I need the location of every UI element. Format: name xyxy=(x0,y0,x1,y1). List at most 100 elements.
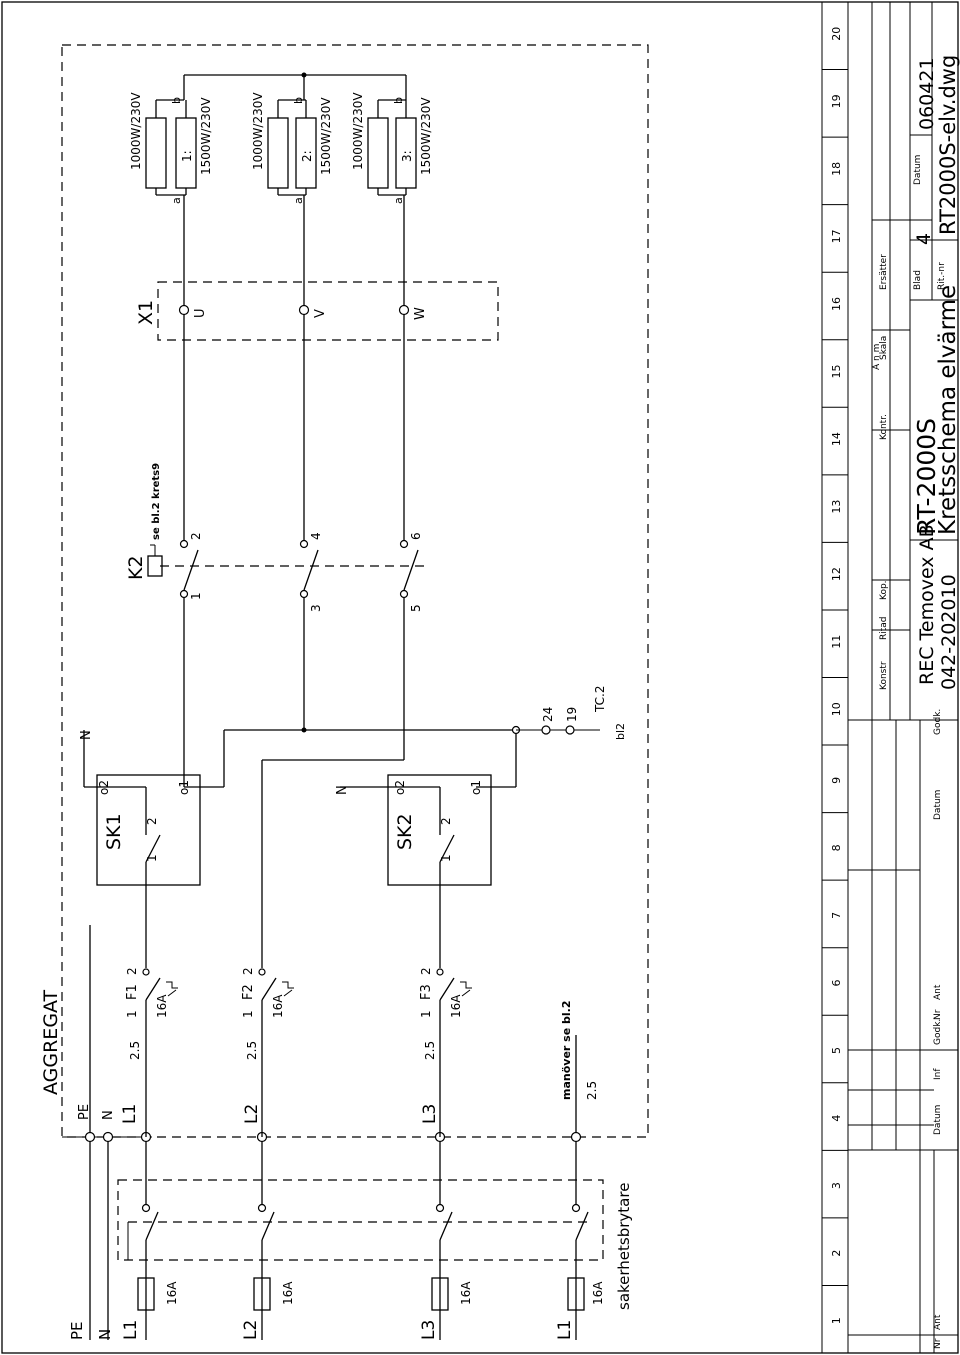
grid-number: 9 xyxy=(830,777,843,784)
svg-text:Nr: Nr xyxy=(933,1009,943,1020)
svg-text:2: 2 xyxy=(419,967,433,975)
svg-text:SK2: SK2 xyxy=(394,813,416,850)
svg-text:Kontr.: Kontr. xyxy=(879,414,889,440)
svg-text:ο1: ο1 xyxy=(177,780,191,795)
svg-text:se bl.2 krets9: se bl.2 krets9 xyxy=(151,463,162,540)
grid-number: 5 xyxy=(830,1047,843,1054)
svg-text:1500W/230V: 1500W/230V xyxy=(419,97,433,175)
wire-size-4: 2.5 xyxy=(585,1081,599,1100)
svg-text:4: 4 xyxy=(309,532,323,540)
svg-text:Datum: Datum xyxy=(933,1105,943,1135)
title-block: Nr Ant Datum Inf Godk. Nr Ant Datum Godk… xyxy=(848,2,960,1353)
grid-number: 8 xyxy=(830,844,843,851)
drawing-title: Kretsschema elvärme xyxy=(935,285,960,535)
aggregat-boundary xyxy=(61,44,649,1138)
incoming-label-l1-control: L1 xyxy=(555,1320,575,1340)
svg-text:1500W/230V: 1500W/230V xyxy=(199,97,213,175)
terminal-label-l1: L1 xyxy=(120,1104,140,1124)
svg-text:2: 2 xyxy=(439,817,453,825)
svg-text:N: N xyxy=(335,785,350,795)
svg-text:b: b xyxy=(292,97,305,104)
grid-number: 15 xyxy=(830,365,843,379)
incoming-lines xyxy=(62,925,590,1340)
svg-text:19: 19 xyxy=(565,707,579,722)
svg-text:A n m: A n m xyxy=(872,344,882,370)
grid-number: 6 xyxy=(830,979,843,986)
fuse-rating-1: 16A xyxy=(165,1281,179,1305)
svg-text:a: a xyxy=(292,197,305,204)
svg-text:Nr: Nr xyxy=(933,1338,943,1349)
incoming-label-l1: L1 xyxy=(121,1320,141,1340)
breaker-f3: F3 1 2 16A xyxy=(419,967,463,1018)
grid-number: 2 xyxy=(830,1250,843,1257)
safety-switch-label: sakerhetsbrytare xyxy=(615,1183,633,1310)
terminal-block-x1: X1 U V W xyxy=(135,195,499,341)
drawing-file: RT2000S-elv.dwg xyxy=(936,55,960,235)
heater-1: 1000W/230V 1: 1500W/230V a b xyxy=(129,92,213,204)
svg-text:SK1: SK1 xyxy=(103,813,125,850)
svg-text:2: 2 xyxy=(189,532,203,540)
svg-text:Datum: Datum xyxy=(933,790,943,820)
svg-text:ο2: ο2 xyxy=(393,780,407,795)
svg-text:F3: F3 xyxy=(419,984,434,1000)
heater-3: 1000W/230V 3: 1500W/230V a b xyxy=(351,92,433,204)
company-name: REC Temovex AB xyxy=(916,524,938,685)
breaker-f2: F2 1 2 16A xyxy=(241,967,285,1018)
contactor-k2: K2 se bl.2 krets9 1 2 3 4 5 6 xyxy=(125,310,430,620)
svg-text:Kop.: Kop. xyxy=(879,580,889,600)
svg-text:1: 1 xyxy=(439,854,453,862)
svg-text:Inf: Inf xyxy=(933,1068,943,1080)
heater-wiring xyxy=(145,72,417,196)
svg-text:1:: 1: xyxy=(180,150,194,162)
svg-text:Ant: Ant xyxy=(933,1314,943,1330)
svg-text:2:: 2: xyxy=(300,150,314,162)
svg-text:16A: 16A xyxy=(155,994,169,1018)
grid-number: 13 xyxy=(830,500,843,514)
fuse-rating-4: 16A xyxy=(591,1281,605,1305)
svg-text:1: 1 xyxy=(145,854,159,862)
svg-text:F2: F2 xyxy=(241,984,256,1000)
grid-number: 12 xyxy=(830,567,843,581)
grid-number: 7 xyxy=(830,912,843,919)
fuse-rating-2: 16A xyxy=(281,1281,295,1305)
svg-text:a: a xyxy=(392,197,405,204)
fuse-rating-3: 16A xyxy=(459,1281,473,1305)
thermostat-sk1: SK1 1 2 ο2 ο1 N xyxy=(79,730,191,862)
svg-text:X1: X1 xyxy=(135,300,157,325)
svg-text:K2: K2 xyxy=(125,555,147,580)
document-number: 042-202010 xyxy=(938,574,960,690)
aggregat-title: AGGREGAT xyxy=(40,989,62,1095)
svg-text:1: 1 xyxy=(241,1010,255,1018)
svg-text:Skala: Skala xyxy=(879,336,889,360)
grid-number: 16 xyxy=(830,297,843,311)
svg-text:2: 2 xyxy=(125,967,139,975)
tc-terminals: 24 19 TC.2 bl2 xyxy=(516,686,627,740)
svg-text:U: U xyxy=(193,308,208,318)
grid-number: 17 xyxy=(830,229,843,243)
svg-text:bl2: bl2 xyxy=(614,723,627,740)
wire-size-2: 2.5 xyxy=(245,1041,259,1060)
svg-text:b: b xyxy=(170,97,183,104)
svg-text:6: 6 xyxy=(409,532,423,540)
svg-text:1: 1 xyxy=(125,1010,139,1018)
svg-text:V: V xyxy=(313,309,328,318)
grid-number: 10 xyxy=(830,702,843,716)
svg-text:F1: F1 xyxy=(125,984,140,1000)
svg-text:Ritad: Ritad xyxy=(879,616,889,640)
svg-text:a: a xyxy=(170,197,183,204)
svg-text:1: 1 xyxy=(189,592,203,600)
grid-number: 20 xyxy=(830,27,843,41)
grid-number: 1 xyxy=(830,1317,843,1324)
drawing-date: 060421 xyxy=(916,57,938,130)
svg-text:1: 1 xyxy=(419,1010,433,1018)
grid-number: 11 xyxy=(830,635,843,649)
terminal-label-l2: L2 xyxy=(242,1104,262,1124)
grid-number: 14 xyxy=(830,432,843,446)
product-name: RT-2000S xyxy=(912,418,941,535)
safety-switch-box xyxy=(117,1179,604,1261)
wire-size-1: 2.5 xyxy=(128,1041,142,1060)
svg-text:Datum: Datum xyxy=(913,155,923,185)
